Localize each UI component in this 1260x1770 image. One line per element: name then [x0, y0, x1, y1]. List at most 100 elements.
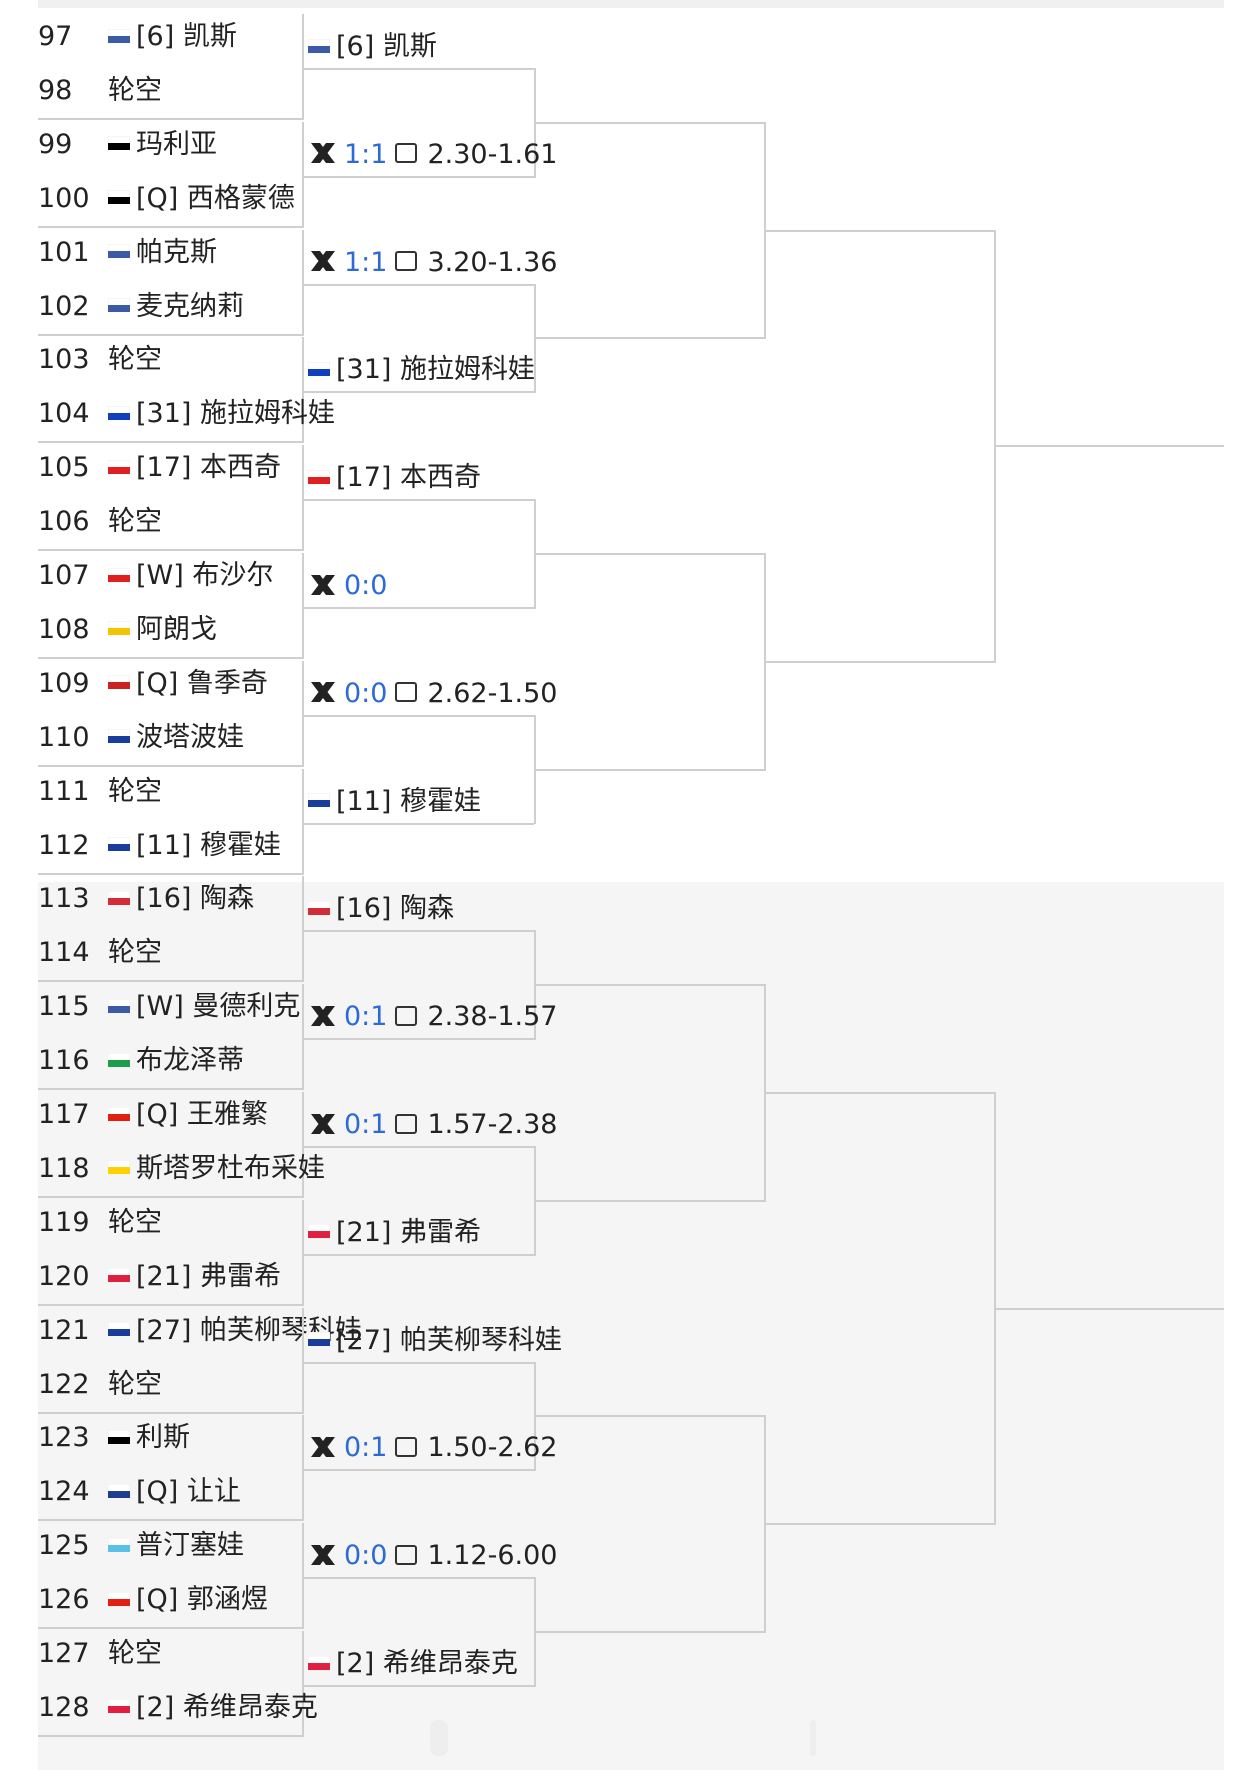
head-to-head-row[interactable]: 1:1 3.20-1.36	[308, 238, 557, 288]
draw-number: 120	[38, 1260, 90, 1292]
second-round-player[interactable]: [16] 陶森	[308, 884, 454, 934]
player-row[interactable]: 105[17] 本西奇	[38, 443, 281, 493]
connector-line	[304, 930, 534, 933]
h2h-record: 1:1	[344, 138, 388, 170]
player-row[interactable]: 115[W] 曼德利克	[38, 982, 300, 1032]
player-row[interactable]: 128[2] 希维昂泰克	[38, 1683, 318, 1733]
draw-number: 119	[38, 1206, 90, 1238]
player-name: [31] 施拉姆科娃	[136, 398, 336, 430]
second-round-player[interactable]: [27] 帕芙柳琴科娃	[308, 1316, 562, 1366]
player-row[interactable]: 124[Q] 让让	[38, 1467, 241, 1517]
second-round-player[interactable]: [6] 凯斯	[308, 22, 437, 72]
bracket-section-top	[38, 8, 1224, 880]
first-round-match-box	[38, 229, 304, 336]
player-row[interactable]: 120[21] 弗雷希	[38, 1252, 281, 1302]
player-row[interactable]: 106 轮空	[38, 497, 162, 547]
player-name: [31] 施拉姆科娃	[336, 354, 536, 386]
crossed-rackets-icon	[311, 574, 335, 595]
co-flag-icon	[108, 621, 130, 636]
second-round-player[interactable]: [2] 希维昂泰克	[308, 1639, 518, 1689]
connector-line	[764, 660, 994, 663]
scroll-indicator-left[interactable]	[430, 1720, 448, 1756]
draw-number: 126	[38, 1584, 90, 1616]
player-row[interactable]: 107[W] 布沙尔	[38, 551, 273, 601]
pl-flag-icon	[308, 1655, 330, 1670]
ch-flag-icon	[308, 469, 330, 484]
player-row[interactable]: 113[16] 陶森	[38, 874, 254, 924]
second-round-player[interactable]: [21] 弗雷希	[308, 1208, 481, 1258]
odds-value: 3.20-1.36	[427, 246, 558, 278]
h2h-record: 0:0	[344, 1540, 388, 1572]
scroll-indicator-right[interactable]	[810, 1720, 816, 1756]
player-row[interactable]: 104 [31] 施拉姆科娃	[38, 389, 335, 439]
draw-number: 127	[38, 1638, 90, 1669]
connector-line	[534, 121, 764, 124]
second-round-player[interactable]: [31] 施拉姆科娃	[308, 345, 535, 395]
player-name: [2] 希维昂泰克	[336, 1648, 518, 1679]
first-round-match-box	[38, 553, 304, 659]
ru-flag-icon	[108, 1322, 130, 1337]
draw-number: 106	[38, 506, 90, 538]
connector-line	[304, 1038, 534, 1041]
first-round-match-box	[38, 121, 304, 228]
connector-line	[304, 1684, 534, 1687]
draw-number: 107	[38, 560, 90, 591]
player-name: 轮空	[108, 506, 162, 538]
player-name: [6] 凯斯	[336, 31, 437, 62]
first-round-match-box	[38, 445, 304, 552]
first-round-match-box	[38, 1415, 304, 1522]
h2h-record: 1:1	[344, 246, 388, 278]
player-name: [6] 凯斯	[136, 21, 237, 52]
player-row[interactable]: 109[Q] 鲁季奇	[38, 659, 268, 709]
player-name: [Q] 王雅繁	[136, 1099, 268, 1130]
player-row[interactable]: 126[Q] 郭涵煜	[38, 1575, 268, 1625]
draw-number: 98	[38, 74, 73, 106]
player-row[interactable]: 97[6] 凯斯	[38, 12, 237, 62]
connector-line	[304, 283, 534, 286]
player-name: 波塔波娃	[136, 721, 244, 753]
player-row[interactable]: 100[Q] 西格蒙德	[38, 174, 295, 224]
second-round-player[interactable]: [17] 本西奇	[308, 453, 481, 503]
player-name: [Q] 鲁季奇	[136, 667, 268, 699]
connector-line	[304, 67, 534, 70]
draw-number: 123	[38, 1422, 90, 1454]
second-round-player[interactable]: [11] 穆霍娃	[308, 777, 481, 827]
player-row[interactable]: 121[27] 帕芙柳琴科娃	[38, 1306, 362, 1356]
ca-flag-icon	[108, 567, 130, 582]
pl-flag-icon	[108, 1699, 130, 1714]
connector-line	[304, 1145, 534, 1148]
draw-number: 104	[38, 398, 90, 430]
odds-chart-icon	[395, 1113, 418, 1134]
player-row[interactable]: 112[11] 穆霍娃	[38, 821, 281, 871]
connector-line	[304, 1469, 534, 1472]
draw-number: 124	[38, 1476, 90, 1508]
first-round-match-box	[38, 1199, 304, 1306]
head-to-head-row[interactable]: 0:0	[308, 561, 395, 611]
player-name: 麦克纳莉	[136, 290, 244, 322]
player-row[interactable]: 117[Q] 王雅繁	[38, 1090, 268, 1140]
connector-line	[304, 714, 534, 717]
